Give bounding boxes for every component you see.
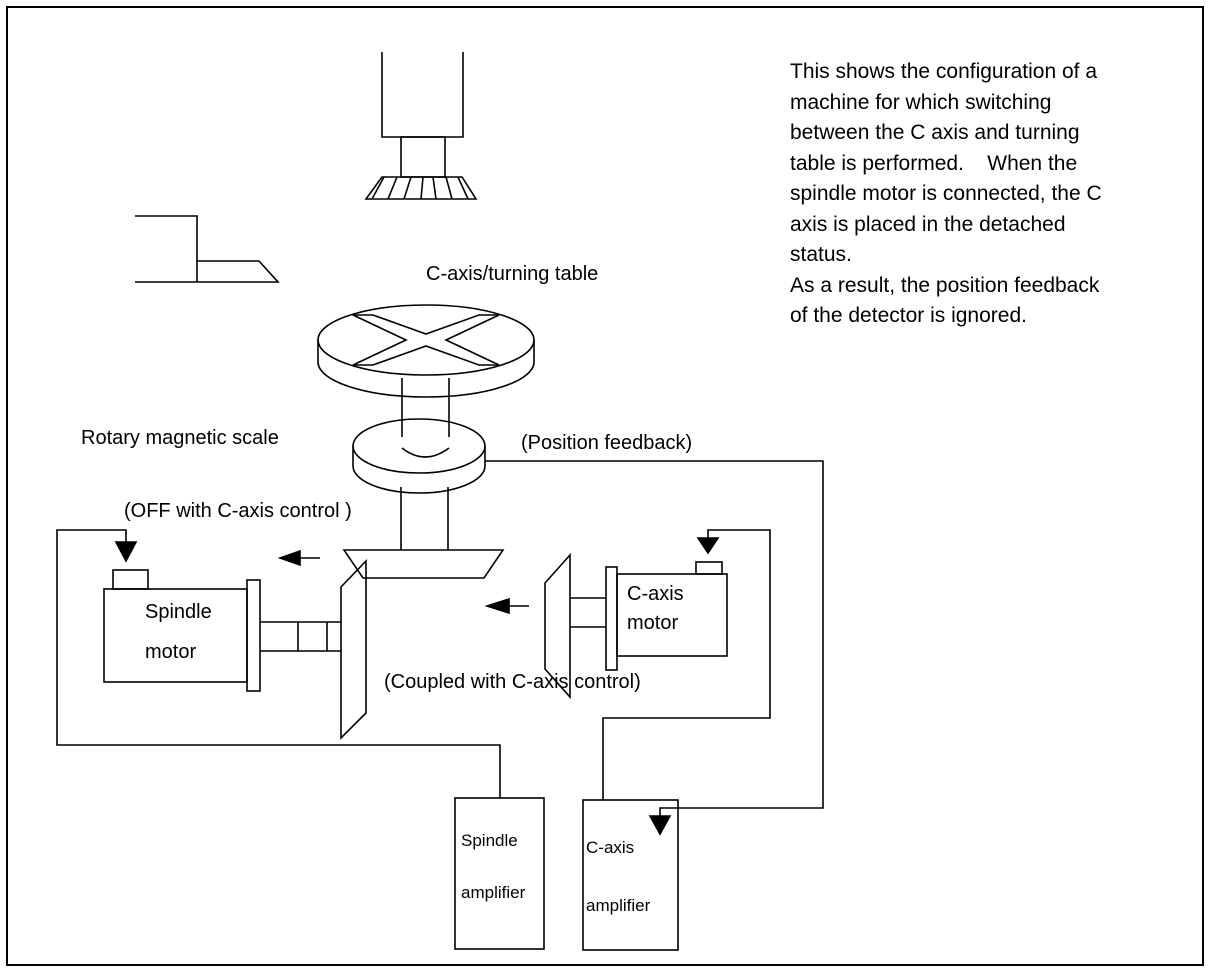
off-with-c-axis-label: (OFF with C-axis control ) bbox=[124, 500, 352, 522]
tool-holder bbox=[135, 215, 280, 283]
spindle-amplifier-label: Spindle amplifier bbox=[461, 815, 525, 919]
rotary-scale-label: Rotary magnetic scale bbox=[81, 427, 279, 449]
wiring bbox=[56, 460, 824, 836]
description-line: of the detector is ignored. bbox=[790, 304, 1027, 327]
spindle-motor-label: Spindle motor bbox=[145, 592, 212, 672]
description-line: axis is placed in the detached bbox=[790, 212, 1066, 236]
description-line: spindle motor is connected, the C bbox=[790, 182, 1102, 205]
position-feedback-label: (Position feedback) bbox=[521, 432, 693, 454]
c-axis-motor-label: C-axis motor bbox=[627, 580, 684, 638]
coupling-arrows bbox=[277, 549, 529, 615]
description-line: table is performed. When the bbox=[790, 151, 1078, 175]
c-axis-motor-label-line: motor bbox=[627, 612, 679, 634]
spindle-amplifier-label-line: amplifier bbox=[461, 883, 526, 902]
turning-table-label: C-axis/turning table bbox=[426, 263, 599, 285]
c-axis-amplifier-label-line: amplifier bbox=[586, 896, 651, 915]
c-axis-amplifier-label-line: C-axis bbox=[586, 838, 635, 857]
diagram-frame bbox=[6, 6, 1204, 966]
spindle-motor bbox=[103, 559, 367, 740]
turning-table bbox=[317, 304, 535, 398]
coupled-with-c-axis-label: (Coupled with C-axis control) bbox=[384, 671, 641, 693]
rotary-scale bbox=[342, 378, 505, 579]
spindle-amplifier-label-line: Spindle bbox=[461, 831, 518, 850]
c-axis-motor bbox=[544, 552, 728, 700]
c-axis-motor-label-line: C-axis bbox=[627, 583, 684, 605]
description-line: between the C axis and turning bbox=[790, 121, 1080, 144]
description-text: This shows the configuration of a machine… bbox=[790, 57, 1210, 332]
amplifiers bbox=[454, 797, 679, 951]
spindle-head bbox=[364, 52, 478, 200]
description-line: This shows the configuration of a bbox=[790, 60, 1098, 83]
spindle-motor-label-line: Spindle bbox=[145, 601, 212, 623]
description-line: As a result, the position feedback bbox=[790, 273, 1100, 297]
c-axis-amplifier-label: C-axis amplifier bbox=[586, 819, 650, 935]
description-line: status. bbox=[790, 243, 852, 266]
description-line: machine for which switching bbox=[790, 90, 1052, 114]
spindle-motor-label-line: motor bbox=[145, 641, 197, 663]
